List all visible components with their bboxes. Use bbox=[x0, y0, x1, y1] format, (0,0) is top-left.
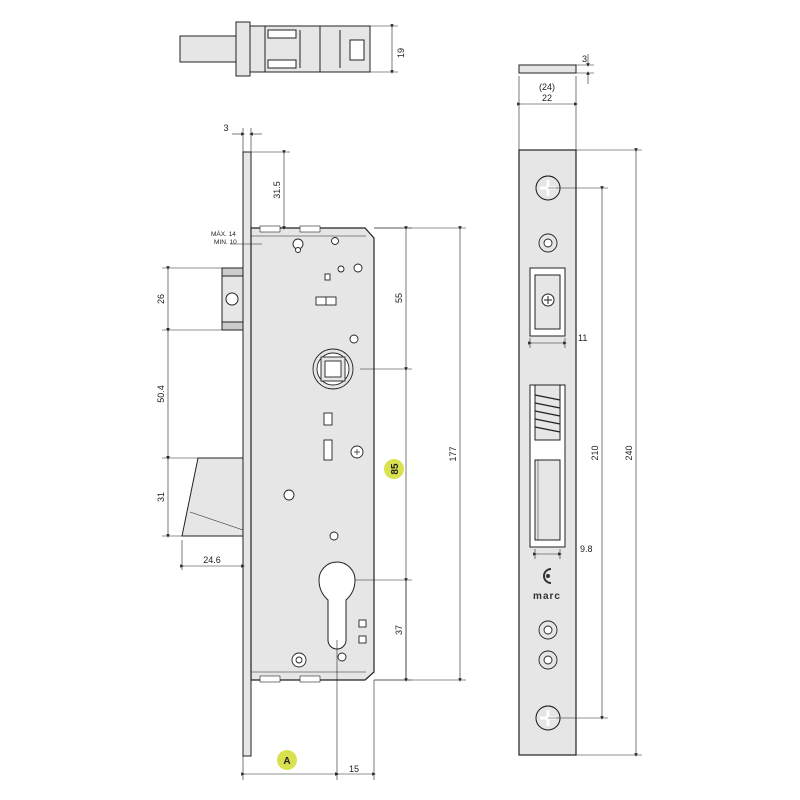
dim-26-label: 26 bbox=[156, 294, 166, 304]
dim-210-label: 210 bbox=[590, 445, 600, 460]
dim-177-label: 177 bbox=[448, 446, 458, 461]
case-holes bbox=[283, 237, 367, 668]
dim-9-8-label: 9.8 bbox=[580, 544, 593, 554]
deadbolt-opening-front bbox=[529, 384, 566, 548]
top-view-latch bbox=[179, 21, 371, 77]
deadbolt bbox=[181, 457, 244, 537]
dim-240-label: 240 bbox=[624, 445, 634, 460]
cylinder-cutout bbox=[318, 561, 356, 650]
svg-text:A: A bbox=[283, 756, 290, 767]
svg-text:85: 85 bbox=[390, 463, 401, 475]
dim-19-label: 19 bbox=[396, 48, 406, 58]
svg-text:marc: marc bbox=[533, 591, 561, 602]
forend-thickness bbox=[518, 64, 577, 74]
dim-31-5-label: 31.5 bbox=[272, 181, 282, 199]
dim-15-label: 15 bbox=[349, 764, 359, 774]
front-dimensions bbox=[528, 148, 642, 757]
dim-3-top-label: 3 bbox=[223, 123, 228, 133]
marc-logo: marc bbox=[533, 568, 561, 602]
max-label: MÁX. 14 bbox=[211, 229, 236, 238]
front-top-dimensions bbox=[517, 54, 594, 150]
badge-85: 85 bbox=[384, 459, 404, 479]
dim-3-front-label: 3 bbox=[582, 54, 587, 64]
dim-55-label: 55 bbox=[394, 293, 404, 303]
min-label: MIN. 10 bbox=[214, 239, 237, 246]
dim-31-label: 31 bbox=[156, 492, 166, 502]
latch-bolt bbox=[221, 267, 244, 331]
dim-24-6-label: 24.6 bbox=[203, 555, 221, 565]
dim-22-label: 22 bbox=[542, 93, 552, 103]
dim-37-label: 37 bbox=[394, 625, 404, 635]
latch-opening-front bbox=[529, 267, 566, 337]
dim-50-4-label: 50.4 bbox=[156, 385, 166, 403]
dim-11-label: 11 bbox=[578, 333, 587, 343]
badge-a: A bbox=[277, 750, 297, 770]
dim-24-label: (24) bbox=[539, 82, 555, 92]
forend-plate-side bbox=[242, 151, 252, 757]
side-dimensions bbox=[162, 128, 466, 780]
dim-19 bbox=[370, 24, 398, 74]
